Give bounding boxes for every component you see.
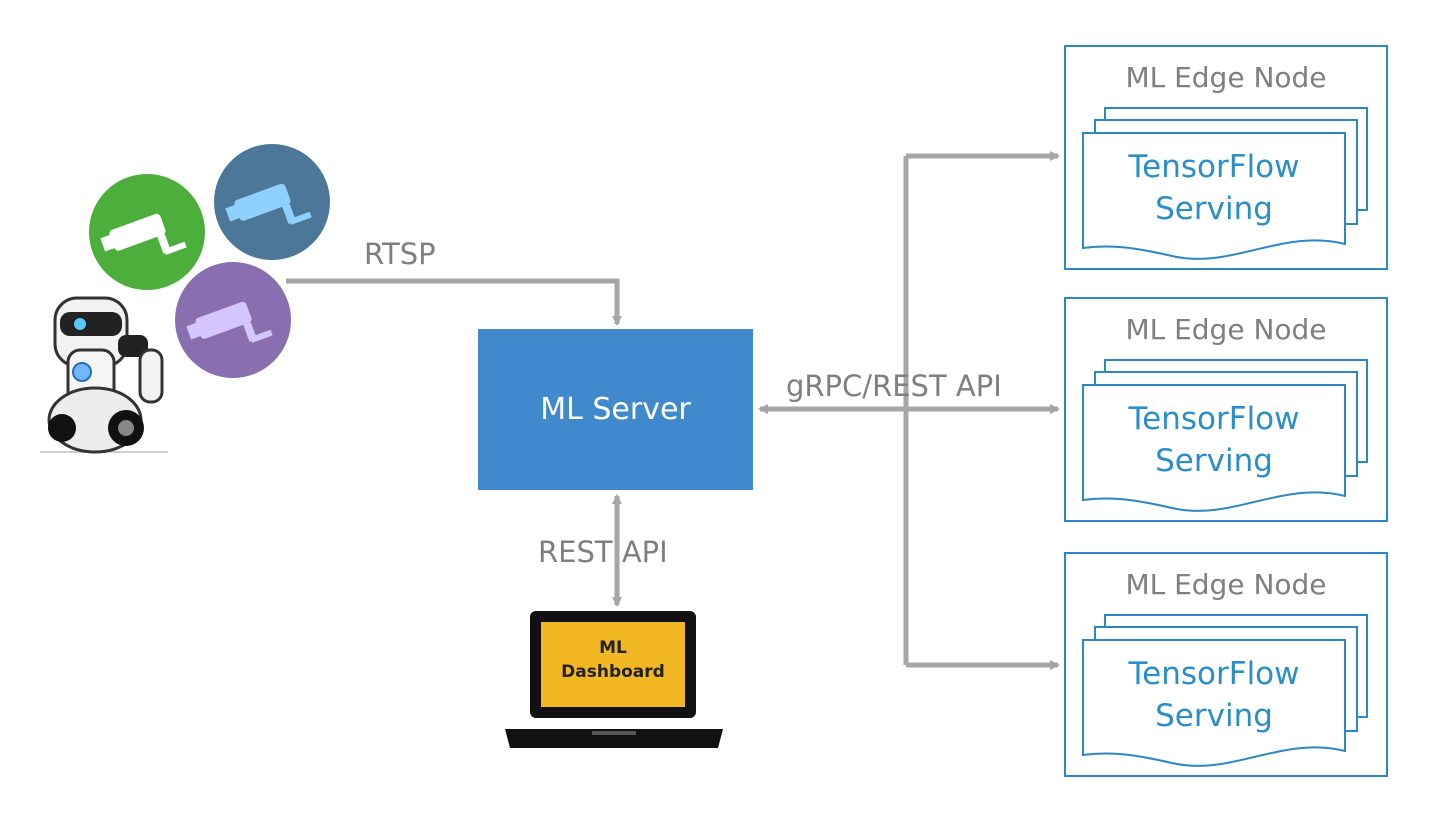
ml-server-label: ML Server xyxy=(540,392,691,427)
serving-label: Serving xyxy=(1155,443,1273,479)
rtsp-label: RTSP xyxy=(364,237,436,271)
document-icon xyxy=(1082,639,1346,767)
edge-node-title: ML Edge Node xyxy=(1125,61,1327,94)
rest-api-label: REST API xyxy=(538,535,668,569)
edge-node-3: ML Edge Node TensorFlow Serving xyxy=(1064,552,1388,777)
doc-stack-front: TensorFlow Serving xyxy=(1082,384,1346,514)
rtsp-arrow xyxy=(286,278,622,326)
grpc-rest-bus xyxy=(758,151,1060,670)
document-icon xyxy=(1082,384,1346,512)
edge-node-2: ML Edge Node TensorFlow Serving xyxy=(1064,297,1388,522)
laptop-icon xyxy=(505,611,723,748)
serving-label: Serving xyxy=(1155,191,1273,227)
document-icon xyxy=(1082,132,1346,260)
grpc-rest-label: gRPC/REST API xyxy=(786,369,1002,403)
tensorflow-label: TensorFlow xyxy=(1128,149,1300,185)
serving-label: Serving xyxy=(1155,698,1273,734)
tensorflow-label: TensorFlow xyxy=(1128,656,1300,692)
dashboard-line1: ML xyxy=(599,638,627,658)
ml-server-box: ML Server xyxy=(478,329,753,490)
security-camera-icon xyxy=(214,144,330,260)
edge-node-title: ML Edge Node xyxy=(1125,313,1327,346)
robot-icon xyxy=(40,296,168,454)
doc-stack-front: TensorFlow Serving xyxy=(1082,132,1346,262)
dashboard-screen-text: ML Dashboard xyxy=(540,636,686,684)
dashboard-line2: Dashboard xyxy=(561,662,665,682)
doc-stack-front: TensorFlow Serving xyxy=(1082,639,1346,769)
security-camera-icon xyxy=(89,174,205,290)
tensorflow-label: TensorFlow xyxy=(1128,401,1300,437)
edge-node-title: ML Edge Node xyxy=(1125,568,1327,601)
security-camera-icon xyxy=(175,262,291,378)
edge-node-1: ML Edge Node TensorFlow Serving xyxy=(1064,45,1388,270)
